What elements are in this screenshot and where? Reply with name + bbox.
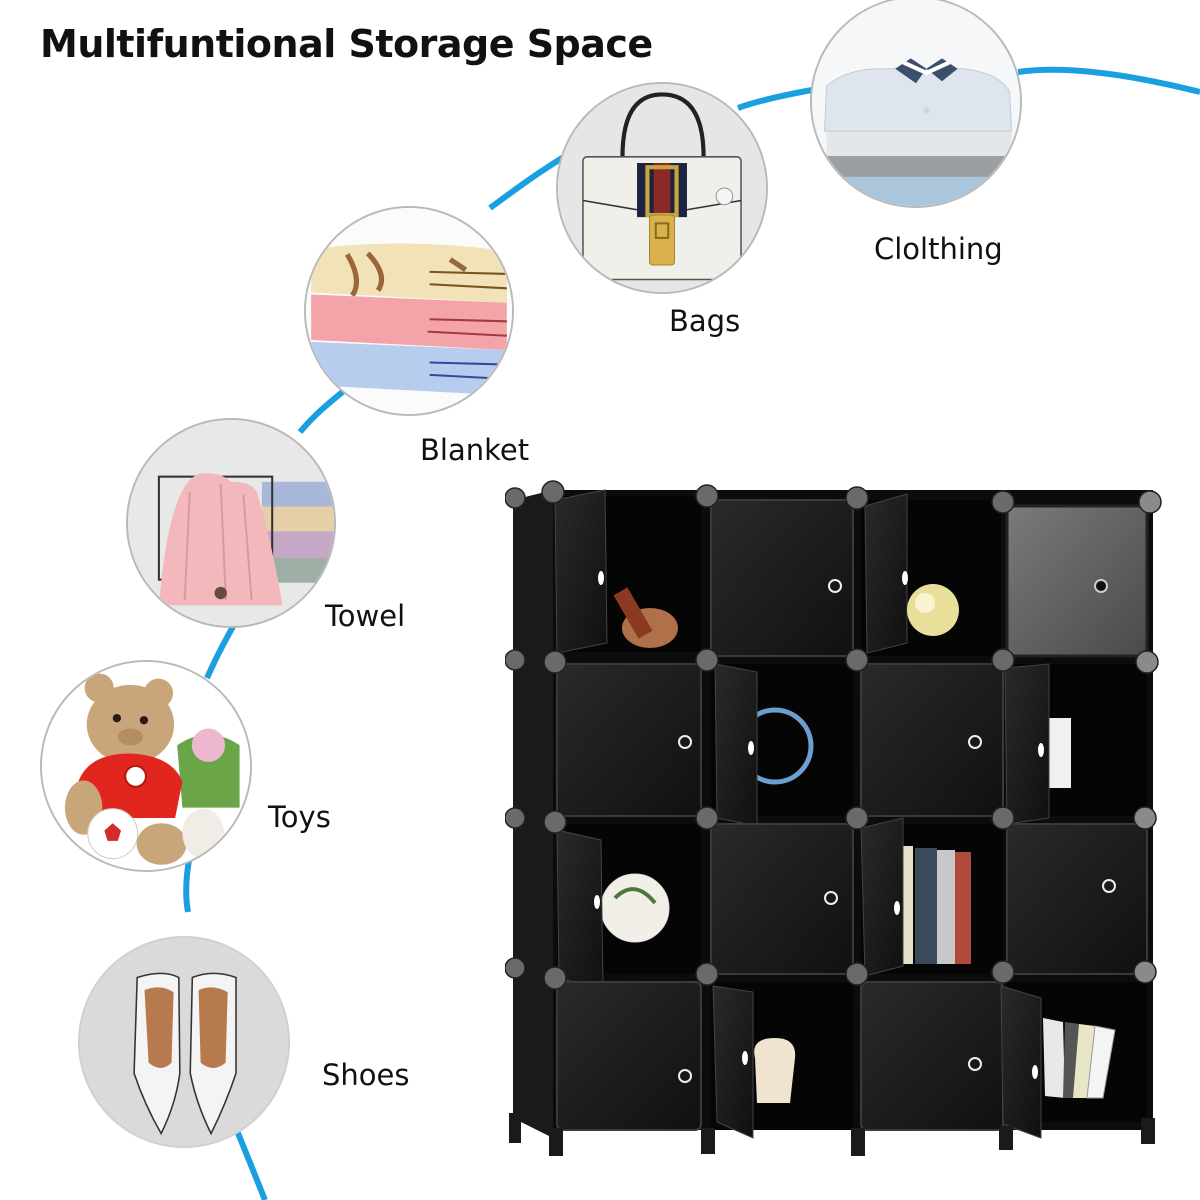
clothing-image [810, 0, 1022, 208]
toys-label: Toys [268, 800, 331, 834]
cube-r3c1 [556, 824, 701, 991]
clothing-label: Clolthing [874, 232, 1003, 266]
blanket-image [304, 206, 514, 416]
high-heels-icon [80, 938, 288, 1146]
cube-r4c2 [711, 982, 853, 1139]
cube-r2c4 [1004, 663, 1147, 825]
bags-label: Bags [669, 304, 741, 338]
cube-r4c3 [860, 981, 1004, 1131]
toys-image [40, 660, 252, 872]
towel-image [126, 418, 336, 628]
cube-r4c1 [556, 981, 702, 1131]
cube-r1c4 [1005, 504, 1149, 658]
page-title: Multifuntional Storage Space [40, 22, 653, 66]
cube-r2c1 [556, 663, 702, 817]
cube-storage-cabinet [505, 480, 1162, 1156]
blanket-label: Blanket [420, 433, 530, 467]
shoes-image [78, 936, 290, 1148]
cube-r3c2 [710, 823, 854, 975]
cube-r3c3 [860, 817, 1003, 977]
teddy-bear-icon [42, 662, 250, 870]
folded-blankets-icon [306, 208, 512, 414]
cube-r2c3 [860, 663, 1004, 817]
shoes-label: Shoes [322, 1058, 410, 1092]
cube-r1c3 [861, 493, 1001, 656]
folded-shirts-icon [812, 0, 1020, 206]
cube-r2c2 [711, 663, 853, 827]
cube-r1c1 [554, 489, 701, 654]
cube-r1c2 [710, 499, 854, 657]
towel-icon [128, 420, 334, 626]
handbag-icon [558, 84, 766, 292]
towel-label: Towel [325, 599, 406, 633]
cube-r4c4 [1000, 982, 1147, 1139]
cube-r3c4 [1006, 823, 1148, 975]
bags-image [556, 82, 768, 294]
